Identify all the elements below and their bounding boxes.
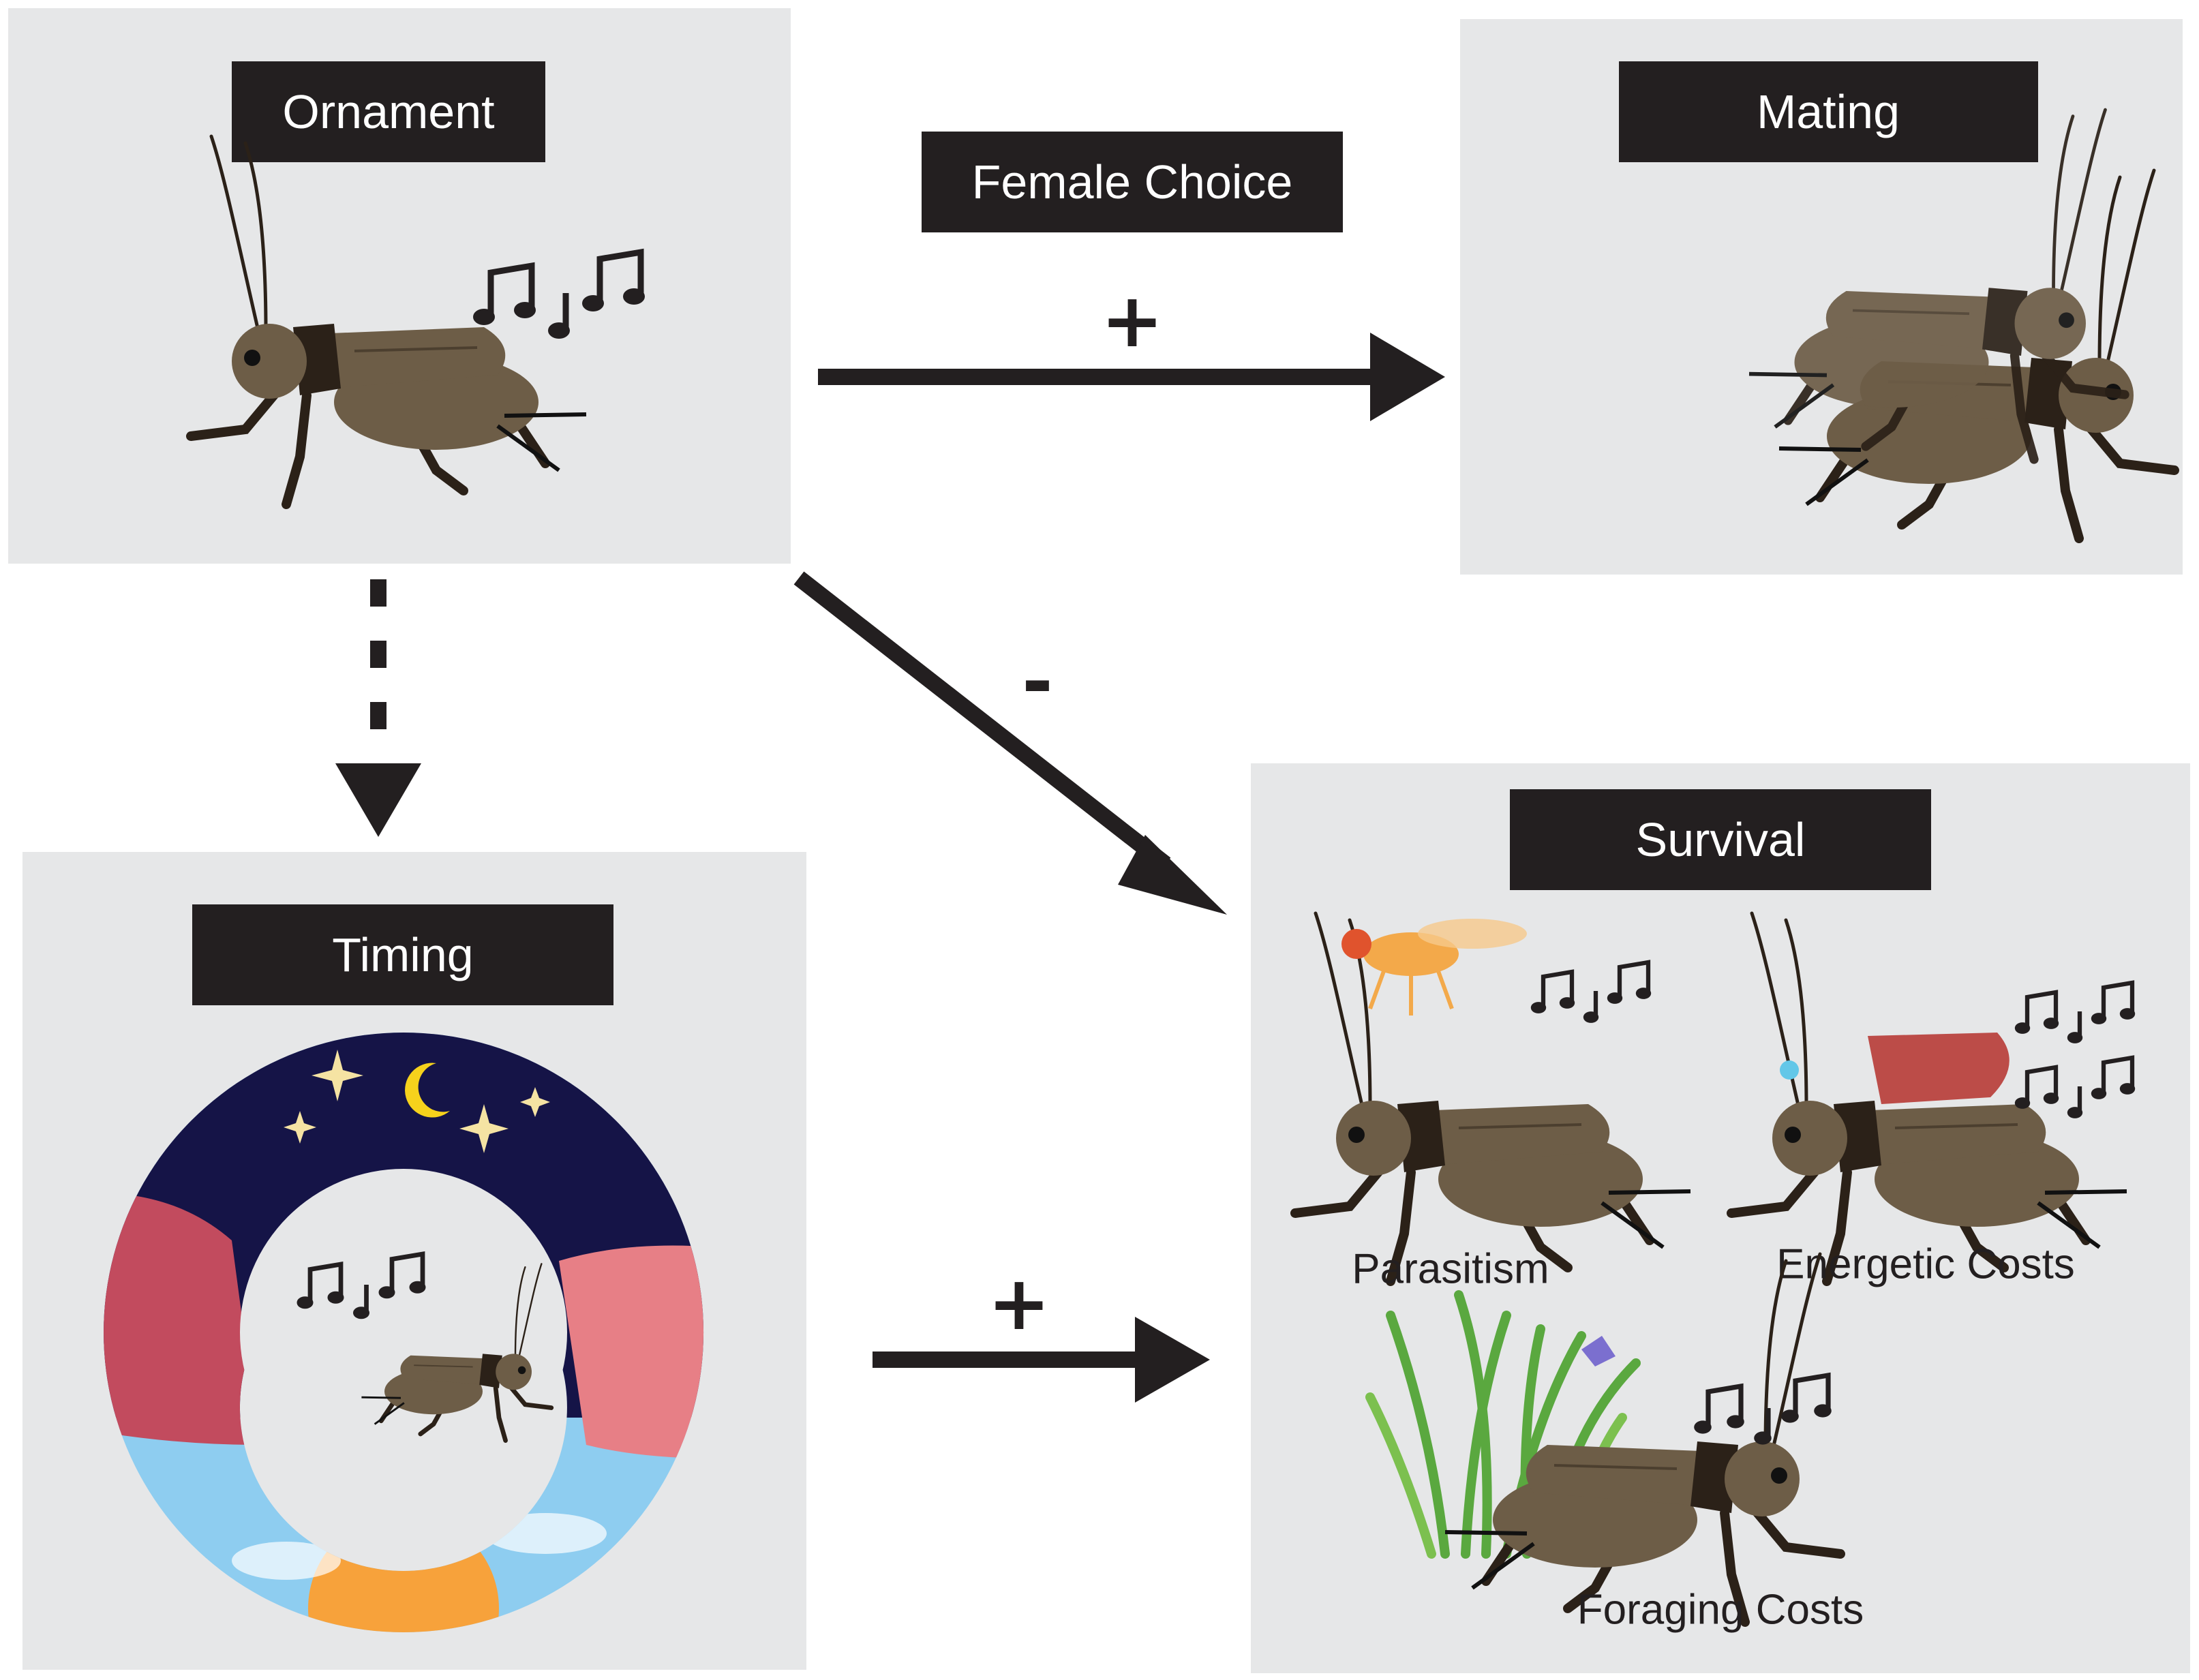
survival-panel: Survival Parasitism Energetic Costs	[1251, 763, 2190, 1673]
day-night-cycle-ring	[104, 1033, 704, 1633]
timing-label: Timing	[332, 928, 473, 981]
ornament-to-mating-arrow	[818, 333, 1445, 421]
ornament-label: Ornament	[282, 85, 494, 138]
ornament-panel: Ornament	[8, 8, 791, 564]
timing-survival-sign: +	[988, 1259, 1050, 1347]
foraging-costs-caption: Foraging Costs	[1577, 1587, 1864, 1634]
foraging-costs-illustration: Foraging Costs	[1365, 1254, 1864, 1634]
mating-panel: Mating	[1460, 19, 2183, 575]
moon-icon	[405, 1063, 450, 1118]
timing-label-box	[192, 904, 613, 1005]
mating-label: Mating	[1757, 85, 1900, 138]
parasitism-illustration: Parasitism	[1295, 913, 1690, 1293]
ornament-to-timing-arrow	[335, 579, 421, 837]
ornament-mating-sign: +	[1101, 277, 1164, 364]
ornament-label-box	[232, 61, 545, 162]
female-choice-label-box	[922, 132, 1343, 232]
energetic-costs-illustration: Energetic Costs	[1731, 913, 2135, 1288]
female-choice-label: Female Choice	[972, 155, 1293, 209]
ornament-survival-sign: -	[1022, 638, 1053, 725]
ornament-to-survival-arrow	[793, 571, 1227, 915]
timing-to-survival-arrow	[873, 1317, 1210, 1403]
mating-label-box	[1619, 61, 2038, 162]
parasitoid-fly-icon	[1341, 919, 1527, 1015]
survival-label: Survival	[1636, 813, 1806, 866]
energetic-costs-caption: Energetic Costs	[1776, 1241, 2075, 1288]
survival-label-box	[1510, 789, 1931, 890]
sweat-drop-icon	[1780, 1060, 1799, 1080]
stars-icon	[284, 1050, 550, 1153]
parasitism-caption: Parasitism	[1352, 1246, 1549, 1293]
timing-panel: Timing	[22, 852, 806, 1670]
flower-icon	[1581, 1336, 1616, 1366]
